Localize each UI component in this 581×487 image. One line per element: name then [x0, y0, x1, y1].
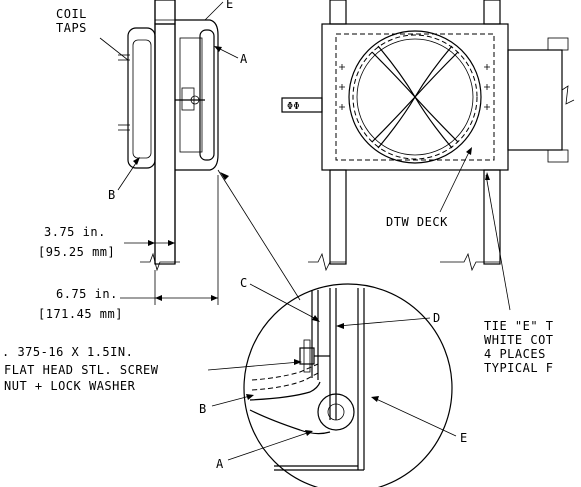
- frame-a: [199, 29, 215, 161]
- tie-note-line3: 4 PLACES: [484, 347, 546, 361]
- side-view: COIL TAPS E A B 3.75 in. [95.25 mm] 6.75…: [38, 0, 248, 321]
- wall-main-segment: [154, 23, 176, 265]
- tie-note-line4: TYPICAL F: [484, 361, 554, 375]
- fan-outer-circle: [348, 30, 482, 164]
- a-label-detail: A: [216, 457, 224, 471]
- screw-spec-line1: . 375-16 X 1.5IN.: [2, 345, 133, 359]
- a-label-top: A: [240, 52, 248, 66]
- screw-leader: [207, 361, 301, 371]
- coil-round: [317, 393, 355, 431]
- left-post: [329, 169, 347, 265]
- dim2-mm: [171.45 mm]: [38, 307, 123, 321]
- right-post: [483, 169, 501, 265]
- detail-circle: C D B A E: [199, 276, 468, 487]
- e-label-top: E: [226, 0, 234, 11]
- dtw-deck-label: DTW DECK: [386, 215, 448, 229]
- tie-leader: [485, 174, 511, 311]
- e-label-detail: E: [460, 431, 468, 445]
- dim1-inches: 3.75 in.: [44, 225, 106, 239]
- phi-label: ΦΦ: [287, 101, 300, 112]
- taps-label: TAPS: [56, 21, 87, 35]
- mounting-marks: [339, 64, 490, 110]
- coil-housing: [175, 19, 219, 171]
- screw-spec-line2: FLAT HEAD STL. SCREW: [4, 363, 159, 377]
- dim1-mm: [95.25 mm]: [38, 245, 115, 259]
- d-label-detail: D: [433, 311, 441, 325]
- coil-body: [127, 27, 156, 169]
- detail-leader-1: [217, 169, 301, 301]
- tie-note-line2: WHITE COT: [484, 333, 554, 347]
- screw-spec-line3: NUT + LOCK WASHER: [4, 379, 136, 393]
- side-block: [507, 49, 563, 151]
- coil-label: COIL: [56, 7, 87, 21]
- front-view: ΦΦ DTW DECK: [281, 0, 575, 272]
- c-label-detail: C: [240, 276, 248, 290]
- bracket: [181, 87, 195, 111]
- shaft-stub: [281, 97, 323, 113]
- break-line-left: [140, 252, 180, 272]
- b-label-detail: B: [199, 402, 207, 416]
- b-label-left: B: [108, 188, 116, 202]
- tie-note-line1: TIE "E" T: [484, 319, 554, 333]
- detail-circle-outline: [243, 283, 453, 487]
- dim2-inches: 6.75 in.: [56, 287, 118, 301]
